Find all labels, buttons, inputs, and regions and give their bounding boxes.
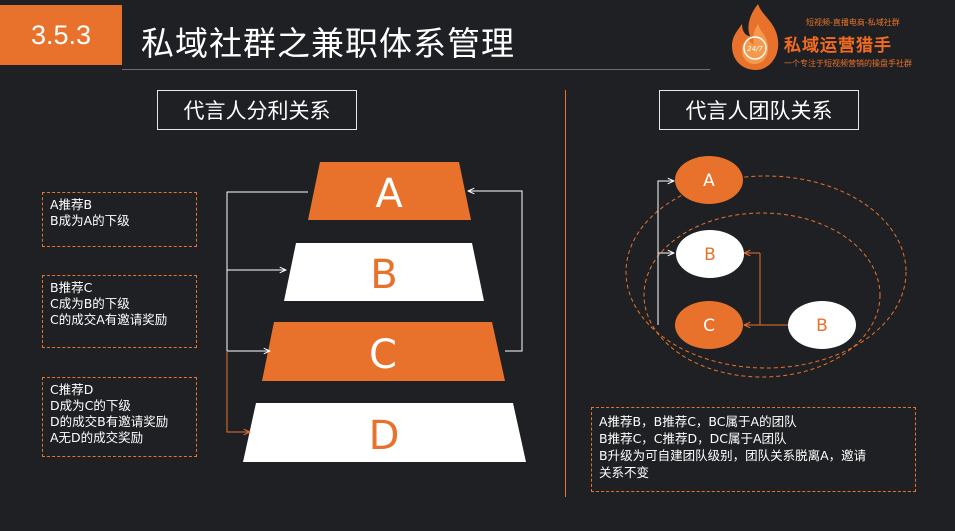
node-c	[675, 301, 743, 349]
brand-tagline-top: 短视频-直播电商-私域社群	[806, 18, 900, 27]
brand-logo: 24/7 短视频-直播电商-私域社群 私域运营猎手 一个专注于短视频营销的操盘手…	[728, 2, 948, 74]
connector-to-c	[226, 270, 270, 351]
note-line: A推荐B，B推荐C，BC属于A的团队	[599, 414, 797, 429]
node-b-outer-label: B	[816, 316, 828, 336]
outer-team-ring	[625, 175, 907, 369]
note-line: C成为B的下级	[50, 296, 130, 311]
section-number-badge: 3.5.3	[0, 5, 122, 65]
brand-name: 私域运营猎手	[784, 36, 892, 56]
note-line: D成为C的下级	[50, 398, 131, 413]
note-line: B升级为可自建团队级别，团队关系脱离A，邀请	[599, 448, 867, 463]
inner-team-ring	[643, 212, 881, 378]
tier-c-shape	[262, 322, 505, 381]
tier-d-shape	[243, 403, 526, 462]
node-a-label: A	[703, 171, 715, 191]
tier-c-label: C	[369, 332, 397, 378]
connector-c-back-to-a	[468, 191, 523, 352]
tier-b-label: B	[370, 252, 397, 298]
panel-divider	[565, 90, 566, 497]
note-line: C的成交A有邀请奖励	[50, 312, 168, 327]
left-panel-title: 代言人分利关系	[157, 90, 357, 130]
node-a	[675, 156, 743, 204]
flame-icon: 24/7	[732, 4, 779, 70]
flame-text: 24/7	[747, 45, 763, 53]
tier-a-label: A	[375, 171, 403, 217]
title-underline	[122, 69, 710, 70]
node-b-inner	[676, 230, 744, 278]
tier-b-shape	[284, 243, 484, 301]
brand-tagline-bottom: 一个专注于短视频营销的操盘手社群	[784, 59, 912, 68]
page-title: 私域社群之兼职体系管理	[141, 24, 515, 63]
note-a-b: A推荐B B成为A的下级	[42, 192, 197, 247]
note-line: B成为A的下级	[50, 213, 130, 228]
note-line: A推荐B	[50, 197, 93, 212]
node-c-label: C	[703, 316, 715, 336]
tier-a-shape	[308, 162, 471, 220]
note-line: 关系不变	[599, 465, 650, 480]
note-b-c: B推荐C C成为B的下级 C的成交A有邀请奖励	[42, 275, 197, 348]
node-b-outer	[788, 301, 856, 349]
connector-a-to-b	[226, 191, 286, 270]
note-line: B推荐C，C推荐D，DC属于A团队	[599, 431, 787, 446]
connector-to-node-a	[657, 181, 674, 325]
note-line: C推荐D	[50, 382, 94, 397]
note-line: B推荐C	[50, 280, 93, 295]
team-relation-note: A推荐B，B推荐C，BC属于A的团队 B推荐C，C推荐D，DC属于A团队 B升级…	[591, 407, 916, 492]
note-line: A无D的成交奖励	[50, 430, 144, 445]
node-b-inner-label: B	[704, 245, 716, 265]
note-c-d: C推荐D D成为C的下级 D的成交B有邀请奖励 A无D的成交奖励	[42, 377, 197, 457]
tier-d-label: D	[369, 413, 400, 459]
note-line: D的成交B有邀请奖励	[50, 414, 169, 429]
right-panel-title: 代言人团队关系	[659, 90, 859, 130]
connector-to-d	[226, 351, 250, 432]
